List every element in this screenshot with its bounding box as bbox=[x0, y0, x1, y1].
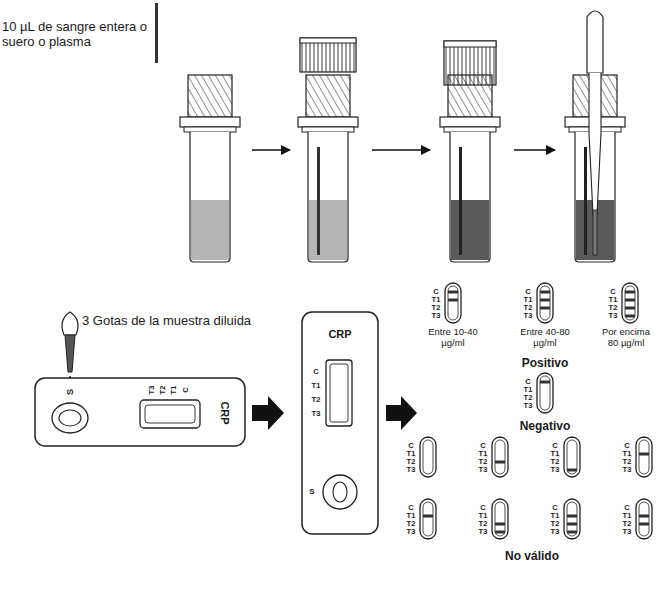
result-strip bbox=[636, 437, 652, 477]
line-label: C bbox=[525, 378, 530, 386]
line-label: T3 bbox=[551, 466, 560, 474]
line-label: T3 bbox=[432, 312, 441, 320]
line-label: C bbox=[433, 288, 438, 296]
line-label: T2 bbox=[479, 520, 488, 528]
flow-arrow bbox=[386, 396, 417, 430]
line-label: C bbox=[480, 504, 485, 512]
line-label: T3 bbox=[551, 528, 560, 536]
line-label: T1 bbox=[623, 512, 632, 520]
line-label: T1 bbox=[312, 382, 321, 390]
line-label: T3 bbox=[623, 466, 632, 474]
line-label: T3 bbox=[524, 312, 533, 320]
line-label: T3 bbox=[524, 402, 533, 410]
line-label: C bbox=[610, 288, 615, 296]
line-label: T3 bbox=[407, 466, 416, 474]
result-strip bbox=[622, 283, 638, 323]
step-arrow bbox=[252, 149, 290, 151]
instruction-text: CRP bbox=[219, 401, 230, 424]
line-label: T2 bbox=[524, 394, 533, 402]
line-label: T2 bbox=[609, 304, 618, 312]
result-heading: No válido bbox=[505, 550, 559, 562]
line-label: T1 bbox=[170, 386, 178, 395]
result-heading: Negativo bbox=[520, 420, 571, 432]
line-label: C bbox=[408, 504, 413, 512]
line-label: T3 bbox=[623, 528, 632, 536]
line-label: T1 bbox=[479, 512, 488, 520]
test-cassette bbox=[302, 312, 378, 534]
line-label: T2 bbox=[432, 304, 441, 312]
result-strip bbox=[492, 437, 508, 477]
line-label: T1 bbox=[407, 450, 416, 458]
capillary bbox=[155, 3, 158, 63]
cap bbox=[300, 38, 356, 72]
result-strip bbox=[420, 437, 436, 477]
result-strip bbox=[537, 283, 553, 323]
result-strip bbox=[537, 373, 553, 413]
result-strip bbox=[636, 499, 652, 539]
instruction-text: Por encima 80 µg/ml bbox=[596, 327, 656, 349]
line-label: T2 bbox=[479, 458, 488, 466]
line-label: T1 bbox=[479, 450, 488, 458]
line-label: T1 bbox=[524, 296, 533, 304]
line-label: T3 bbox=[479, 528, 488, 536]
line-label: C bbox=[313, 368, 318, 376]
line-label: C bbox=[624, 504, 629, 512]
line-label: C bbox=[182, 387, 190, 392]
flow-arrow bbox=[252, 396, 284, 430]
line-label: T3 bbox=[479, 466, 488, 474]
line-label: T2 bbox=[159, 386, 167, 395]
instruction-text: Entre 40-80 µg/ml bbox=[515, 327, 575, 349]
line-label: C bbox=[525, 288, 530, 296]
line-label: T2 bbox=[524, 304, 533, 312]
line-label: T1 bbox=[432, 296, 441, 304]
line-label: T1 bbox=[551, 450, 560, 458]
result-strips bbox=[420, 283, 652, 539]
line-label: C bbox=[624, 442, 629, 450]
line-label: C bbox=[480, 442, 485, 450]
line-label: T3 bbox=[148, 386, 156, 395]
tube bbox=[565, 11, 625, 262]
instruction-text: Entre 10-40 µg/ml bbox=[423, 327, 483, 349]
line-label: C bbox=[552, 442, 557, 450]
step-arrow bbox=[372, 149, 430, 151]
line-label: T1 bbox=[407, 512, 416, 520]
tube bbox=[180, 75, 240, 262]
line-label: T1 bbox=[551, 512, 560, 520]
instruction-text: CRP bbox=[328, 329, 351, 340]
line-label: T1 bbox=[623, 450, 632, 458]
line-label: T1 bbox=[609, 296, 618, 304]
step-arrow bbox=[514, 149, 555, 151]
line-label: T3 bbox=[312, 410, 321, 418]
line-label: T2 bbox=[623, 458, 632, 466]
line-label: S bbox=[309, 488, 314, 496]
tube bbox=[440, 41, 500, 262]
result-strip bbox=[564, 499, 580, 539]
tube bbox=[298, 75, 358, 262]
result-strip bbox=[445, 283, 461, 323]
result-heading: Positivo bbox=[522, 357, 569, 369]
line-label: T3 bbox=[407, 528, 416, 536]
line-label: C bbox=[408, 442, 413, 450]
line-label: T2 bbox=[623, 520, 632, 528]
line-label: T2 bbox=[551, 520, 560, 528]
result-strip bbox=[492, 499, 508, 539]
line-label: C bbox=[552, 504, 557, 512]
line-label: T3 bbox=[609, 312, 618, 320]
instruction-text: S bbox=[66, 389, 75, 395]
line-label: T2 bbox=[407, 520, 416, 528]
line-label: T2 bbox=[407, 458, 416, 466]
line-label: T2 bbox=[312, 396, 321, 404]
instruction-text: 10 µL de sangre entera o suero o plasma bbox=[2, 20, 154, 50]
result-strip bbox=[564, 437, 580, 477]
result-strip bbox=[420, 499, 436, 539]
test-cassette bbox=[35, 378, 245, 446]
line-label: T1 bbox=[524, 386, 533, 394]
instruction-text: 3 Gotas de la muestra diluida bbox=[82, 314, 251, 329]
line-label: T2 bbox=[551, 458, 560, 466]
